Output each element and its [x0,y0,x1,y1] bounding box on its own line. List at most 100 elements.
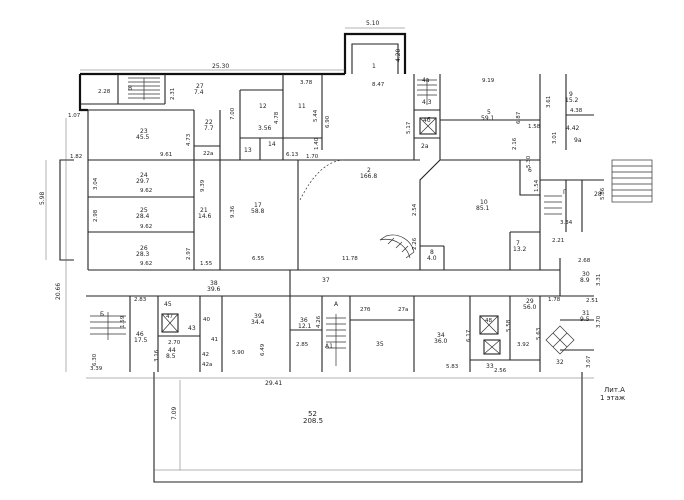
measure: 3.61 [546,96,552,108]
room-number: 28 [594,191,602,198]
interior-walls [80,74,604,372]
measure: 2.54 [412,203,418,216]
measure: 1.07 [68,113,81,119]
measure: 9.36 [230,205,236,218]
measure: 4.38 [570,108,583,114]
room-number: 35 [376,341,384,348]
room-number: 38 [210,280,218,287]
room-number: А [334,301,339,308]
room-number: 25 [140,207,148,214]
measure: 2.98 [93,209,99,222]
room-area: 34.4 [251,319,265,326]
room-area: 8.5 [166,353,176,360]
room-number: 32 [556,359,564,366]
room-area: 8.9 [580,277,590,284]
measure: 11.78 [342,256,358,262]
room-number: 12 [259,103,267,110]
measure: 2.56 [494,368,507,374]
room-number: 17 [254,202,262,209]
room-number: 39 [254,313,262,320]
measure: 2.51 [586,298,598,304]
measure: 2.26 [412,237,418,250]
measure: 6.87 [516,111,522,124]
room-number: 9 [569,91,573,98]
room-area: 15.2 [565,97,579,104]
dim-portico-side: 4.20 [395,48,402,62]
room-number: Г [563,189,567,196]
room-number: В [128,85,132,92]
room-number: 40 [203,317,210,323]
room-number: 23 [140,128,148,135]
room-number: 42 [202,352,209,358]
measure: 3.31 [596,274,602,286]
room-number: 24 [140,172,148,179]
room-area: 56.0 [523,304,537,311]
dim-left-far: 5.98 [39,191,46,205]
dimension-lines [45,27,594,470]
measure: 3.39 [90,366,103,372]
dim-top-overall: 25.30 [212,63,229,70]
measure: 6.90 [325,115,331,128]
room-number: 27 [196,83,204,90]
measure: 5.90 [232,350,245,356]
measure: 2.85 [296,342,309,348]
room-number: 22a [203,151,213,157]
room-number: 45 [164,301,172,308]
measure: 9.19 [482,78,495,84]
room-area: 3.56 [258,125,272,132]
room-number: 46 [136,331,144,338]
measure: 6.49 [260,343,266,356]
measure: 3.16 [154,349,160,362]
measure: 8.47 [372,82,385,88]
measure: 1.54 [534,179,540,192]
measure: 9.39 [200,179,206,192]
measure: 5.63 [536,327,542,340]
room-number: 33 [486,363,494,370]
room-number: 14 [268,141,276,148]
measure: 4.73 [186,133,192,146]
measure: 7.00 [230,107,236,120]
measure: 6.17 [466,329,472,342]
room-number: 22 [205,119,213,126]
room-area: 4.0 [427,255,437,262]
dim-canopy-side: 7.09 [171,406,178,420]
measure: 3.92 [517,342,529,348]
room-number: 52 [308,410,317,418]
measure: 1.40 [314,137,320,150]
room-area: 4.3 [422,99,432,106]
room-number: 21 [200,207,208,214]
measure: 5.83 [446,364,459,370]
measure: 6.55 [252,256,265,262]
measure: 2.16 [512,137,518,150]
measure: 1.78 [548,297,561,303]
measure: 2.70 [168,340,181,346]
measure: 2.31 [170,88,176,100]
room-number: 13 [244,147,252,154]
room-number: 41 [211,337,218,343]
room-area: 28.3 [136,251,150,258]
room-area: 17.5 [134,337,148,344]
room-number: 4a [422,77,430,84]
room-number: 30 [582,271,590,278]
room-area: 59.1 [481,115,495,122]
room-number: 2 [367,167,371,174]
room-area: 14.6 [198,213,212,220]
room-area: 7.7 [204,125,214,132]
room-area: 58.8 [251,208,265,215]
measure: 1.82 [70,154,82,160]
room-area: 13.2 [513,246,527,253]
measure: 6.30 [92,353,98,366]
room-area: 9.5 [580,316,590,323]
building-outline [59,32,407,261]
measure: 5.86 [600,187,606,200]
room-number: 29 [526,298,534,305]
measure: 3.01 [552,132,558,144]
room-area: 12.1 [298,323,312,330]
measure: 3.70 [596,315,602,328]
measure: 9.62 [140,188,152,194]
room-number: 31 [582,310,590,317]
measure: 5.17 [406,121,412,134]
measure: 5.44 [313,109,319,122]
room-number: 43 [188,325,196,332]
